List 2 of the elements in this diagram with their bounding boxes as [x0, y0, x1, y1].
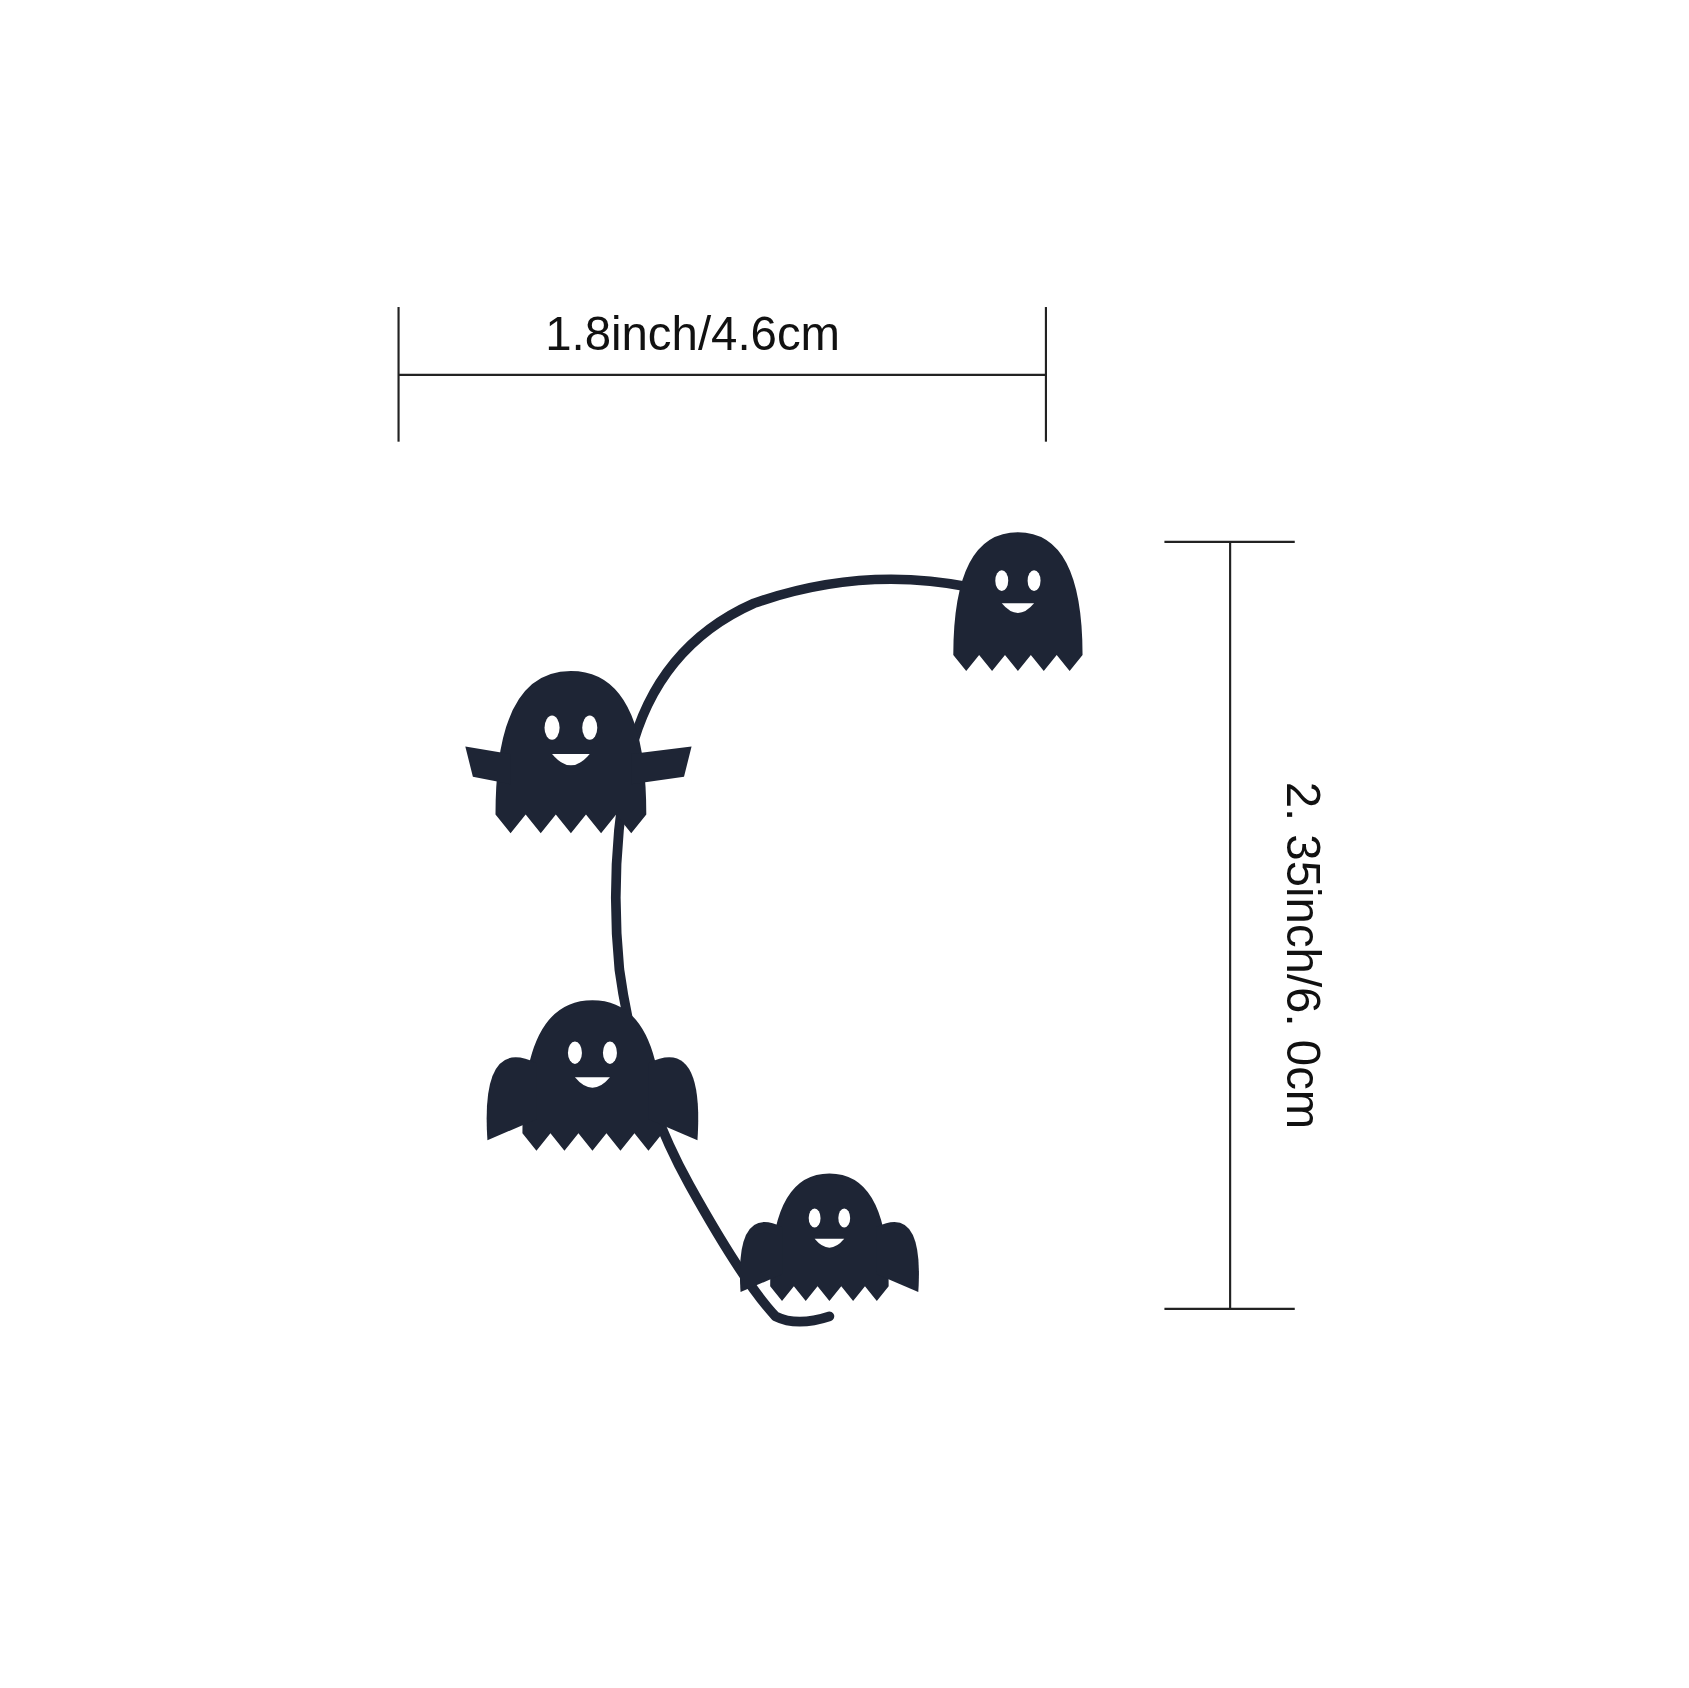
dimension-label: 2. 35inch/6. 0cm [1277, 781, 1331, 1130]
dimension-label: 1.8inch/4.6cm [545, 307, 841, 361]
